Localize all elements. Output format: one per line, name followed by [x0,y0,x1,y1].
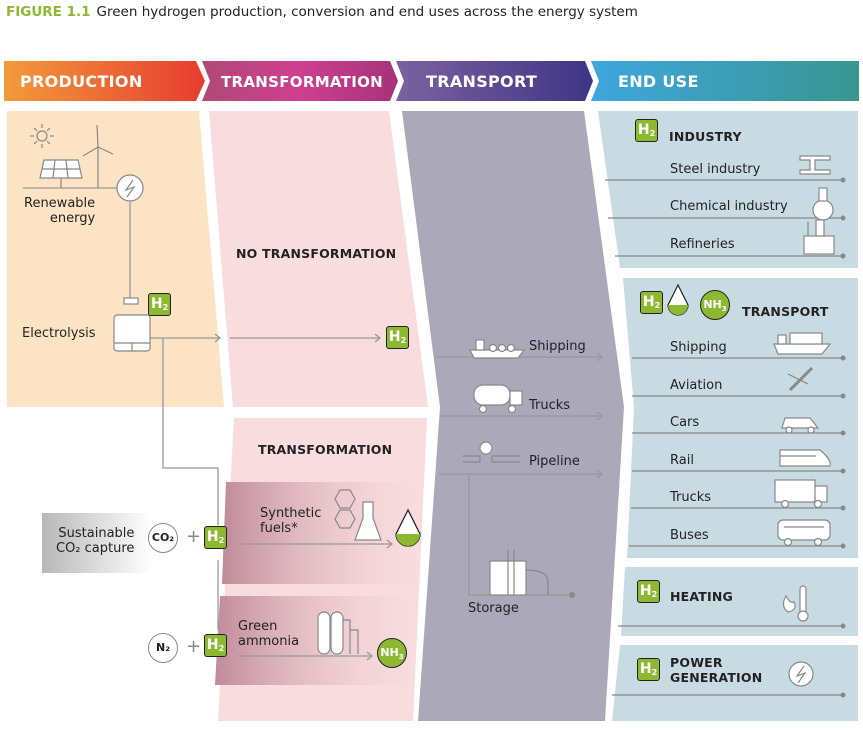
car-icon [781,417,820,434]
end-use-industry-panel [598,111,858,268]
no-transformation-panel [209,111,428,407]
solar-panel-icon [39,159,83,188]
h2-icon: H2 [637,658,660,681]
stage-transformation: TRANSFORMATION [221,73,383,91]
nh3-icon: NH3 [700,290,730,320]
flame-icon [782,594,796,613]
synthetic-fuels-label: Synthetic fuels* [260,506,322,536]
chemical-flask-icon [812,187,834,221]
end-use-transport-cars: Cars [670,415,700,430]
co2-capture-label: Sustainable CO₂ capture [56,526,135,556]
figure-caption: Green hydrogen production, conversion an… [96,4,638,20]
power-generation-heading: POWER GENERATION [670,655,763,685]
green-ammonia-band [215,596,416,685]
steel-beam-icon [799,155,831,175]
molecule-icon [334,489,356,529]
end-use-transport-heading: TRANSPORT [742,304,829,319]
industry-item-steel: Steel industry [670,162,761,177]
end-use-transport-buses: Buses [670,528,709,543]
plus-icon: + [186,526,202,547]
nh3-icon: NH3 [377,638,407,668]
tanker-truck-icon [473,384,523,414]
stage-arrow-end-use [591,61,859,101]
green-ammonia-label: Green ammonia [238,619,300,649]
stage-arrow-production [4,61,205,101]
industry-heading: INDUSTRY [669,129,742,144]
airplane-icon [787,366,814,392]
co2-capture-box [42,513,152,573]
h2-icon: H2 [204,634,227,657]
ship-icon [469,339,526,359]
truck-icon [774,479,828,509]
transport-item-shipping: Shipping [529,339,586,354]
stage-end-use: END USE [618,72,699,91]
end-use-transport-shipping: Shipping [670,340,727,355]
cargo-ship-icon [773,332,832,355]
ammonia-plant-icon [317,611,359,655]
flask-icon [354,501,382,541]
bus-icon [777,519,831,547]
thermometer-icon [797,585,809,622]
wind-turbine-icon [82,124,114,188]
transport-item-trucks: Trucks [529,398,571,413]
stage-transport: TRANSPORT [426,72,538,91]
sun-icon [30,124,54,148]
h2-icon: H2 [148,293,171,316]
stage-production: PRODUCTION [20,72,143,91]
h2-icon: H2 [635,119,658,142]
end-use-transport-aviation: Aviation [670,378,723,393]
h2-icon: H2 [640,291,663,314]
refinery-icon [803,219,835,255]
industry-item-refineries: Refineries [670,237,735,252]
h2-icon: H2 [386,326,409,349]
plus-icon: + [186,636,202,657]
renewable-energy-label: Renewable energy [24,196,96,226]
figure-number: FIGURE 1.1 [6,4,91,20]
end-use-transport-trucks: Trucks [670,490,712,505]
transport-item-storage: Storage [468,601,519,616]
h2-icon: H2 [637,580,660,603]
end-use-transport-rail: Rail [670,453,694,468]
transport-item-pipeline: Pipeline [529,454,580,469]
electrolysis-label: Electrolysis [22,326,96,341]
heating-heading: HEATING [670,589,734,604]
pipeline-icon [463,441,520,463]
transformation-heading: TRANSFORMATION [258,442,393,457]
train-icon [779,449,831,467]
no-transformation-heading: NO TRANSFORMATION [236,246,397,261]
stage-arrow-transport [396,61,593,101]
end-use-transport-panel [623,278,858,558]
figure-title: FIGURE 1.1 Green hydrogen production, con… [6,4,638,20]
electrolyser-icon [113,297,151,352]
h2-icon: H2 [204,526,227,549]
stage-arrow-transformation [202,61,398,101]
storage-tank-icon [489,550,549,596]
n2-icon: N₂ [148,633,178,663]
production-panel [7,111,224,407]
industry-item-chemical: Chemical industry [670,199,788,214]
co2-icon: CO₂ [148,523,178,553]
